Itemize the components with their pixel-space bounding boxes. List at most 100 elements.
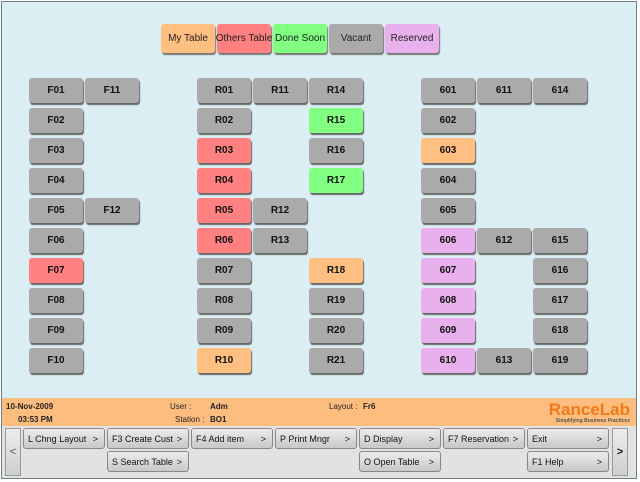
table-R19[interactable]: R19 bbox=[309, 288, 363, 313]
table-R10[interactable]: R10 bbox=[197, 348, 251, 373]
table-F01[interactable]: F01 bbox=[29, 78, 83, 103]
legend-vacant: Vacant bbox=[329, 24, 383, 53]
chevron-right-icon: > bbox=[176, 433, 182, 444]
table-R11[interactable]: R11 bbox=[253, 78, 307, 103]
label: O Open Table bbox=[364, 456, 420, 467]
table-R03[interactable]: R03 bbox=[197, 138, 251, 163]
table-R07[interactable]: R07 bbox=[197, 258, 251, 283]
table-603[interactable]: 603 bbox=[421, 138, 475, 163]
table-R12[interactable]: R12 bbox=[253, 198, 307, 223]
table-F04[interactable]: F04 bbox=[29, 168, 83, 193]
table-617[interactable]: 617 bbox=[533, 288, 587, 313]
table-R02[interactable]: R02 bbox=[197, 108, 251, 133]
chevron-right-icon: > bbox=[512, 433, 518, 444]
table-F11[interactable]: F11 bbox=[85, 78, 139, 103]
logo-name: RanceLab bbox=[548, 400, 630, 419]
table-601[interactable]: 601 bbox=[421, 78, 475, 103]
chevron-right-icon: > bbox=[92, 433, 98, 444]
table-R06[interactable]: R06 bbox=[197, 228, 251, 253]
prev-page-button[interactable]: < bbox=[5, 428, 21, 476]
date: 10-Nov-2009 bbox=[6, 402, 54, 411]
label: S Search Table bbox=[112, 456, 173, 467]
print-manager-button[interactable]: P Print Mngr> bbox=[275, 428, 357, 449]
table-R15[interactable]: R15 bbox=[309, 108, 363, 133]
function-bar: < L Chng Layout> F3 Create Cust> F4 Add … bbox=[2, 426, 636, 478]
chevron-right-icon: > bbox=[344, 433, 350, 444]
reservation-button[interactable]: F7 Reservation> bbox=[443, 428, 525, 449]
layout: Fr6 bbox=[363, 402, 376, 411]
user: Adm bbox=[210, 402, 228, 411]
user-label: User : bbox=[170, 402, 192, 411]
time: 03:53 PM bbox=[18, 415, 53, 424]
table-R20[interactable]: R20 bbox=[309, 318, 363, 343]
label: F4 Add item bbox=[196, 433, 245, 444]
table-611[interactable]: 611 bbox=[477, 78, 531, 103]
table-R08[interactable]: R08 bbox=[197, 288, 251, 313]
table-F10[interactable]: F10 bbox=[29, 348, 83, 373]
table-R16[interactable]: R16 bbox=[309, 138, 363, 163]
table-F02[interactable]: F02 bbox=[29, 108, 83, 133]
chevron-right-icon: > bbox=[260, 433, 266, 444]
create-customer-button[interactable]: F3 Create Cust> bbox=[107, 428, 189, 449]
next-page-button[interactable]: > bbox=[612, 428, 628, 476]
table-R21[interactable]: R21 bbox=[309, 348, 363, 373]
rancelab-logo: RanceLab Simplifying Business Practices bbox=[549, 401, 630, 424]
legend-reserved: Reserved bbox=[385, 24, 439, 53]
table-R05[interactable]: R05 bbox=[197, 198, 251, 223]
label: L Chng Layout bbox=[28, 433, 87, 444]
table-602[interactable]: 602 bbox=[421, 108, 475, 133]
table-F08[interactable]: F08 bbox=[29, 288, 83, 313]
logo-tagline: Simplifying Business Practices bbox=[555, 418, 630, 424]
chevron-right-icon: > bbox=[596, 433, 602, 444]
legend-done: Done Soon bbox=[273, 24, 327, 53]
station: BO1 bbox=[210, 415, 227, 424]
table-R18[interactable]: R18 bbox=[309, 258, 363, 283]
label: F7 Reservation bbox=[448, 433, 510, 444]
table-606[interactable]: 606 bbox=[421, 228, 475, 253]
label: D Display bbox=[364, 433, 403, 444]
label: F1 Help bbox=[532, 456, 564, 467]
display-button[interactable]: D Display > bbox=[359, 428, 441, 449]
table-F03[interactable]: F03 bbox=[29, 138, 83, 163]
table-604[interactable]: 604 bbox=[421, 168, 475, 193]
table-R14[interactable]: R14 bbox=[309, 78, 363, 103]
table-F07[interactable]: F07 bbox=[29, 258, 83, 283]
table-615[interactable]: 615 bbox=[533, 228, 587, 253]
label: Exit bbox=[532, 433, 548, 444]
chevron-right-icon: > bbox=[596, 456, 602, 467]
label: F3 Create Cust bbox=[112, 433, 174, 444]
table-613[interactable]: 613 bbox=[477, 348, 531, 373]
open-table-button[interactable]: O Open Table > bbox=[359, 451, 441, 472]
table-607[interactable]: 607 bbox=[421, 258, 475, 283]
table-610[interactable]: 610 bbox=[421, 348, 475, 373]
help-button[interactable]: F1 Help > bbox=[527, 451, 609, 472]
table-F12[interactable]: F12 bbox=[85, 198, 139, 223]
table-R17[interactable]: R17 bbox=[309, 168, 363, 193]
chevron-right-icon: > bbox=[428, 456, 434, 467]
table-F09[interactable]: F09 bbox=[29, 318, 83, 343]
table-609[interactable]: 609 bbox=[421, 318, 475, 343]
table-F05[interactable]: F05 bbox=[29, 198, 83, 223]
table-616[interactable]: 616 bbox=[533, 258, 587, 283]
status-bar: 10-Nov-2009 03:53 PM User : Adm Station … bbox=[2, 398, 636, 426]
table-612[interactable]: 612 bbox=[477, 228, 531, 253]
station-label: Station : bbox=[175, 415, 205, 424]
layout-label: Layout : bbox=[329, 402, 358, 411]
chevron-right-icon: > bbox=[428, 433, 434, 444]
change-layout-button[interactable]: L Chng Layout > bbox=[23, 428, 105, 449]
table-F06[interactable]: F06 bbox=[29, 228, 83, 253]
exit-button[interactable]: Exit > bbox=[527, 428, 609, 449]
table-R13[interactable]: R13 bbox=[253, 228, 307, 253]
table-618[interactable]: 618 bbox=[533, 318, 587, 343]
table-619[interactable]: 619 bbox=[533, 348, 587, 373]
table-608[interactable]: 608 bbox=[421, 288, 475, 313]
search-table-button[interactable]: S Search Table> bbox=[107, 451, 189, 472]
table-614[interactable]: 614 bbox=[533, 78, 587, 103]
add-item-button[interactable]: F4 Add item > bbox=[191, 428, 273, 449]
table-R01[interactable]: R01 bbox=[197, 78, 251, 103]
table-605[interactable]: 605 bbox=[421, 198, 475, 223]
legend-mine: My Table bbox=[161, 24, 215, 53]
table-R09[interactable]: R09 bbox=[197, 318, 251, 343]
table-R04[interactable]: R04 bbox=[197, 168, 251, 193]
